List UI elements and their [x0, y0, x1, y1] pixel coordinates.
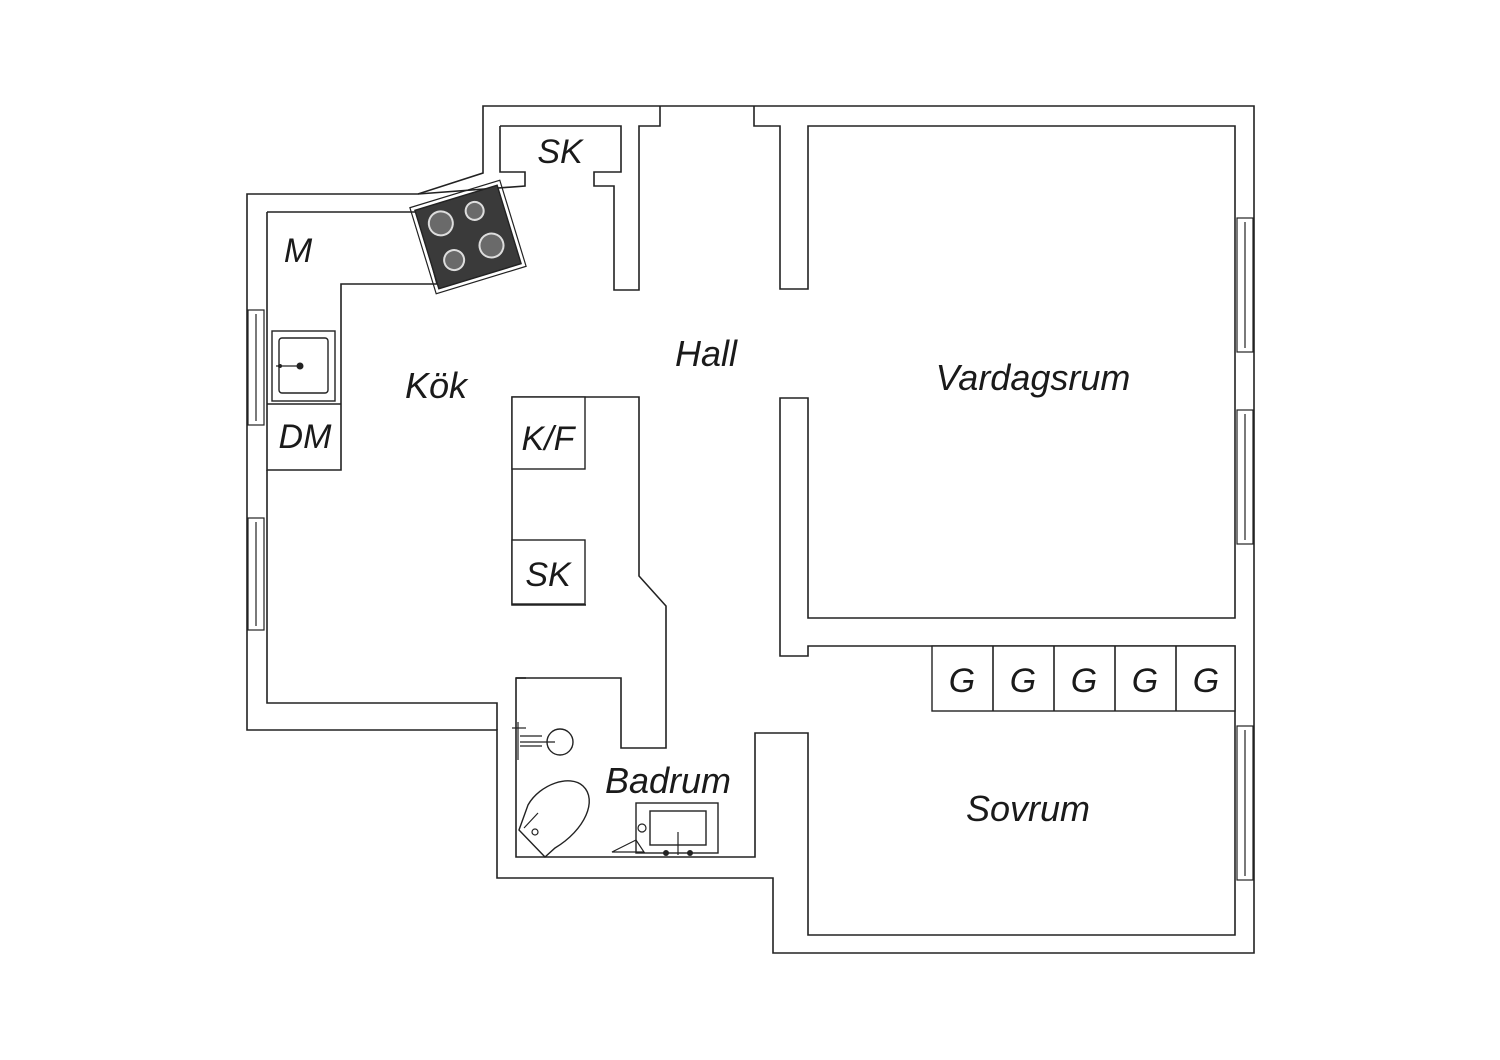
room-label-bedroom: Sovrum — [966, 788, 1090, 829]
toilet-icon — [518, 780, 590, 858]
wardrobes — [931, 645, 1236, 712]
dishwasher-label: DM — [279, 418, 333, 456]
wardrobe-label: G — [1132, 662, 1158, 700]
wardrobe-label: G — [949, 662, 975, 700]
bathroom-fixtures — [512, 722, 719, 858]
room-label-kitchen: Kök — [405, 365, 469, 406]
outer-walls — [246, 105, 1255, 954]
microwave-label: M — [284, 232, 313, 270]
washbasin-icon — [611, 802, 719, 856]
wardrobe-label: G — [1071, 662, 1097, 700]
fridge-freezer-label: K/F — [522, 420, 577, 458]
kitchen-sink-icon — [271, 330, 336, 402]
closet-top-label: SK — [537, 133, 584, 171]
closet-hall-label: SK — [525, 556, 572, 594]
windows — [247, 217, 1254, 881]
room-label-bathroom: Badrum — [605, 760, 731, 801]
room-label-living-room: Vardagsrum — [936, 357, 1131, 398]
stove-icon — [409, 179, 527, 295]
room-label-hall: Hall — [675, 333, 738, 374]
wardrobe-label: G — [1010, 662, 1036, 700]
shower-icon — [512, 722, 574, 760]
kitchen-fixtures — [267, 179, 586, 605]
wardrobe-label: G — [1193, 662, 1219, 700]
